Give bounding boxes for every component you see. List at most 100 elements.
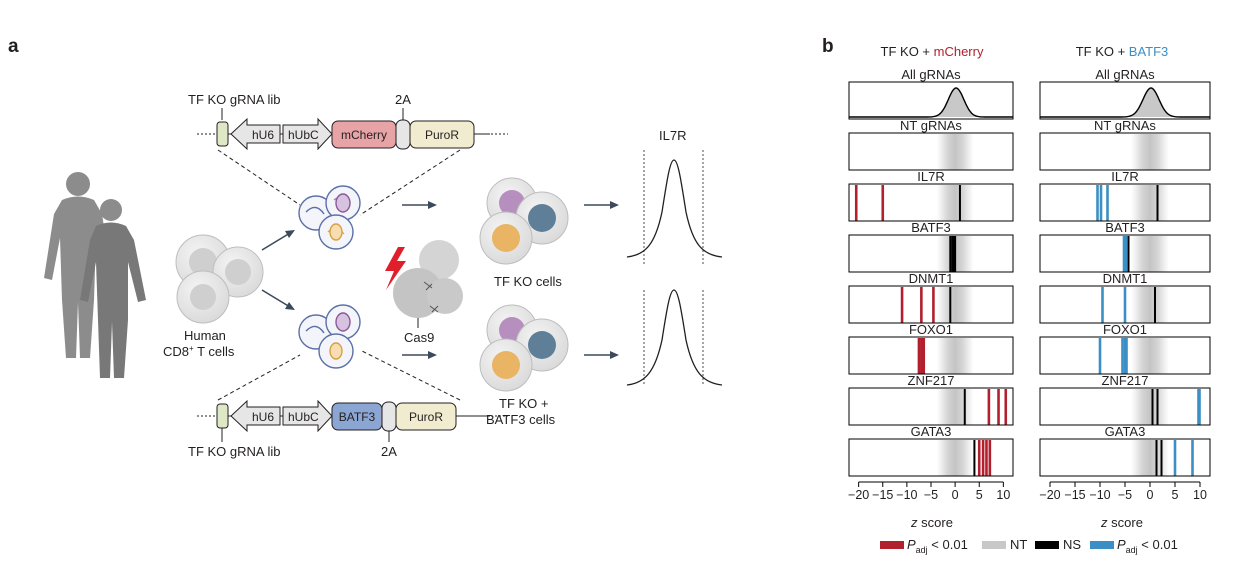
legend: Padj < 0.01 NT NS Padj < 0.01 [880, 537, 1178, 555]
top-construct: TF KO gRNA lib hU6 hUbC mCherry 2A PuroR [188, 92, 508, 151]
top-puror-box [409, 120, 475, 149]
x-tick-label: −10 [1089, 488, 1110, 502]
row-label-dnmt1: DNMT1 [909, 271, 954, 286]
il7r-distribution-top [626, 150, 723, 265]
legend-nt-label: NT [1010, 537, 1027, 552]
row-label-nt-grnas: NT gRNAs [900, 118, 962, 133]
x-tick-label: −15 [872, 488, 893, 502]
nt-band [1131, 134, 1169, 170]
t-cells-cluster [175, 234, 264, 324]
row-label-batf3: BATF3 [1105, 220, 1145, 235]
bottom-lib-label: TF KO gRNA lib [188, 444, 280, 459]
x-tick-label: −20 [848, 488, 869, 502]
top-reporter: mCherry [341, 128, 387, 142]
legend-swatch-ns [1035, 541, 1059, 549]
density-curve [1040, 87, 1210, 118]
row-frame [1039, 183, 1211, 222]
top-selection: PuroR [425, 128, 459, 142]
bottom-2a-box [381, 401, 397, 432]
cas9-protein-icon [393, 240, 463, 318]
density-area [1040, 88, 1210, 117]
hubc-arrow-bottom [282, 399, 333, 433]
row-label-all-grnas: All gRNAs [901, 67, 961, 82]
hu6-arrow [230, 117, 281, 151]
x-tick-label: −5 [924, 488, 938, 502]
legend-ns-label: NS [1063, 537, 1081, 552]
bottom-promoter1: hU6 [252, 410, 274, 424]
nt-band [1131, 389, 1169, 425]
bottom-reporter: BATF3 [339, 410, 376, 424]
legend-swatch-nt [982, 541, 1006, 549]
row-frame [848, 336, 1014, 375]
x-tick-label: −15 [1064, 488, 1085, 502]
human-silhouette-icon [44, 172, 146, 378]
row-frame [1039, 285, 1211, 324]
x-tick-label: 0 [952, 488, 959, 502]
hu6-arrow-bottom [230, 399, 281, 433]
nt-band [1131, 185, 1169, 221]
row-label-il7r: IL7R [917, 169, 944, 184]
row-label-foxo1: FOXO1 [909, 322, 953, 337]
row-label-gata3: GATA3 [911, 424, 952, 439]
row-label-nt-grnas: NT gRNAs [1094, 118, 1156, 133]
x-tick-label: 10 [996, 488, 1010, 502]
row-frame [848, 234, 1014, 273]
nt-band [936, 134, 974, 170]
x-tick-label: 0 [1147, 488, 1154, 502]
row-label-znf217: ZNF217 [908, 373, 955, 388]
row-frame [848, 132, 1014, 171]
row-label-foxo1: FOXO1 [1103, 322, 1147, 337]
row-frame [848, 285, 1014, 324]
tf-ko-cells-top [479, 177, 569, 265]
row-label-dnmt1: DNMT1 [1103, 271, 1148, 286]
nt-band [1131, 236, 1169, 272]
density-curve [849, 87, 1013, 118]
bottom-puror-box [395, 402, 457, 431]
x-tick-label: 5 [976, 488, 983, 502]
bottom-selection: PuroR [409, 410, 443, 424]
row-frame [1039, 132, 1211, 171]
x-tick-label: 10 [1193, 488, 1207, 502]
bottom-linker: 2A [381, 444, 397, 459]
row-frame [1039, 438, 1211, 477]
human-label-line2: CD8+ T cells [163, 344, 235, 359]
top-lib-label: TF KO gRNA lib [188, 92, 280, 107]
x-tick-label: −10 [896, 488, 917, 502]
legend-red-label: Padj < 0.01 [907, 537, 968, 555]
row-frame [1039, 336, 1211, 375]
density-area [849, 88, 1013, 117]
nt-band [936, 185, 974, 221]
row-frame [848, 81, 1014, 120]
row-frame [1039, 234, 1211, 273]
tf-ko-cells-label: TF KO cells [494, 274, 562, 289]
lightning-icon [385, 247, 406, 290]
row-frame [1039, 387, 1211, 426]
nt-band [1131, 338, 1169, 374]
nt-band [1131, 287, 1169, 323]
nt-band [1131, 440, 1169, 476]
row-label-gata3: GATA3 [1105, 424, 1146, 439]
row-label-all-grnas: All gRNAs [1095, 67, 1155, 82]
row-label-il7r: IL7R [1111, 169, 1138, 184]
tf-ko-cells-bottom [479, 304, 569, 392]
lentivirus-icon-bottom [298, 304, 361, 369]
legend-swatch-blue [1090, 541, 1114, 549]
top-promoter1: hU6 [252, 128, 274, 142]
col-left-title: TF KO + mCherry [881, 44, 984, 59]
bottom-promoter2: hUbC [288, 410, 319, 424]
xlabel-right: z score [1100, 515, 1143, 530]
row-frame [848, 438, 1014, 477]
legend-blue-label: Padj < 0.01 [1117, 537, 1178, 555]
tf-ko-batf3-label-line2: BATF3 cells [486, 412, 556, 427]
nt-band [936, 389, 974, 425]
nt-band [936, 287, 974, 323]
top-promoter2: hUbC [288, 128, 319, 142]
human-label-line1: Human [184, 328, 226, 343]
tf-ko-batf3-label-line1: TF KO + [499, 396, 548, 411]
row-frame [848, 183, 1014, 222]
panel-b-letter: b [822, 36, 834, 57]
row-label-batf3: BATF3 [911, 220, 951, 235]
